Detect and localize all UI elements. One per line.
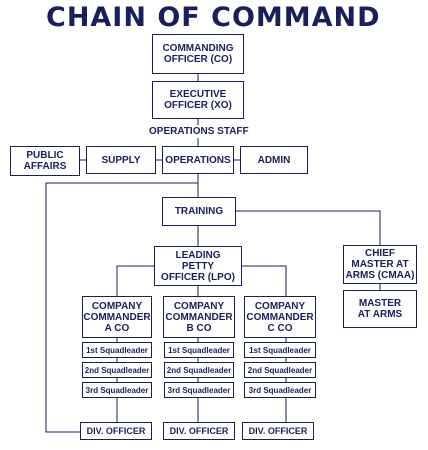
company-b-div-officer: DIV. OFFICER (163, 422, 235, 440)
company-a-div-officer: DIV. OFFICER (80, 422, 152, 440)
cmaa-box: CHIEF MASTER AT ARMS (CMAA) (343, 245, 417, 284)
company-c-div-officer: DIV. OFFICER (242, 422, 314, 440)
company-c-commander-box: COMPANY COMMANDER C CO (244, 296, 316, 338)
company-b-commander-box: COMPANY COMMANDER B CO (163, 296, 235, 338)
company-a-squadleader-3: 3rd Squadleader (82, 382, 152, 398)
public-affairs-box: PUBLIC AFFAIRS (10, 146, 80, 176)
company-c-squadleader-2: 2nd Squadleader (244, 362, 316, 378)
lpo-box: LEADING PETTY OFFICER (LPO) (154, 246, 242, 286)
operations-box: OPERATIONS (162, 146, 234, 174)
company-c-squadleader-3: 3rd Squadleader (244, 382, 316, 398)
company-a-squadleader-2: 2nd Squadleader (82, 362, 152, 378)
chart-title: CHAIN OF COMMAND (46, 2, 381, 33)
company-a-commander-box: COMPANY COMMANDER A CO (82, 296, 152, 338)
training-box: TRAINING (162, 197, 236, 226)
company-b-squadleader-3: 3rd Squadleader (164, 382, 234, 398)
company-b-squadleader-1: 1st Squadleader (164, 342, 234, 358)
company-b-squadleader-2: 2nd Squadleader (164, 362, 234, 378)
operations-staff-label: OPERATIONS STAFF (149, 126, 249, 137)
admin-box: ADMIN (240, 146, 308, 174)
master-at-arms-box: MASTER AT ARMS (343, 290, 417, 328)
company-a-squadleader-1: 1st Squadleader (82, 342, 152, 358)
commanding-officer-box: COMMANDING OFFICER (CO) (152, 34, 244, 74)
executive-officer-box: EXECUTIVE OFFICER (XO) (152, 81, 244, 119)
company-c-squadleader-1: 1st Squadleader (244, 342, 316, 358)
supply-box: SUPPLY (86, 146, 156, 174)
